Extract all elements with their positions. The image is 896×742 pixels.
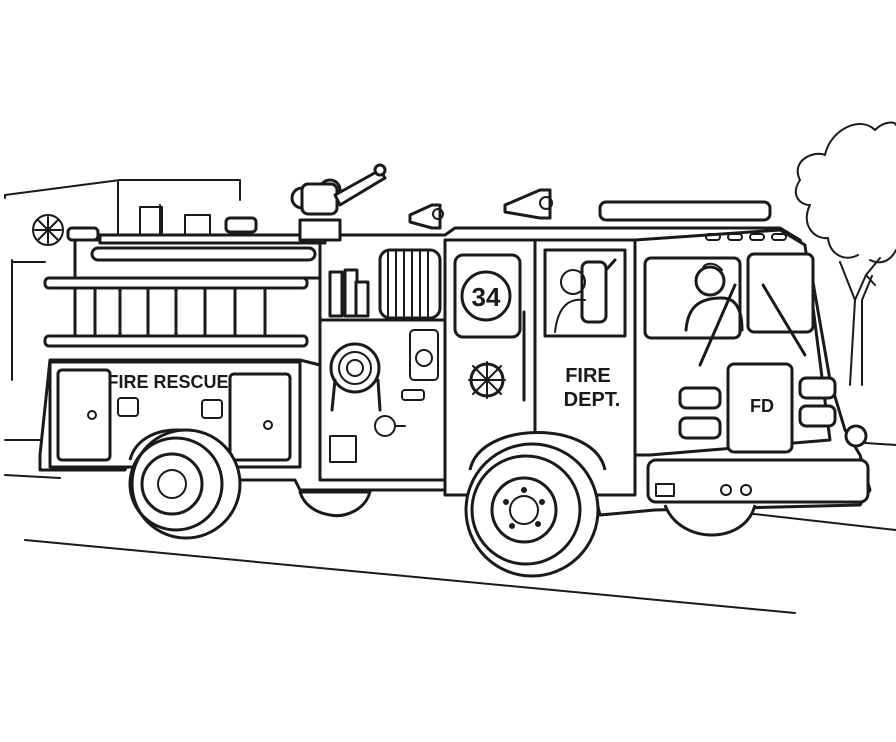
fire-dept-label-line2: DEPT. bbox=[564, 389, 621, 411]
cab-front: FD bbox=[633, 228, 870, 504]
background-tree bbox=[794, 121, 896, 386]
front-right-wheel bbox=[663, 504, 757, 537]
fire-dept-label-line1: FIRE bbox=[565, 365, 611, 387]
roof-speakers bbox=[408, 188, 772, 230]
front-wheel bbox=[464, 431, 607, 578]
driver bbox=[684, 262, 744, 332]
background-building bbox=[4, 179, 241, 381]
front-bumper bbox=[646, 458, 870, 504]
roof-marker-lights bbox=[705, 233, 787, 241]
middle-wheel bbox=[298, 490, 372, 518]
ladder bbox=[43, 276, 309, 348]
pump-panel bbox=[318, 248, 447, 482]
side-mirror bbox=[580, 258, 617, 324]
headlights bbox=[678, 376, 868, 448]
grille-badge: FD bbox=[750, 396, 774, 416]
water-cannon bbox=[290, 163, 387, 242]
rear-passenger bbox=[554, 269, 586, 333]
hose-coil bbox=[329, 342, 382, 412]
grille: FD bbox=[726, 362, 794, 454]
unit-number: 34 bbox=[472, 282, 501, 312]
hose-reel bbox=[378, 248, 442, 320]
rear-wheel bbox=[128, 428, 242, 540]
fire-truck: FIRE RESCUE bbox=[38, 163, 872, 578]
building-emblem-icon bbox=[32, 214, 64, 246]
fire-rescue-label: FIRE RESCUE bbox=[107, 372, 228, 392]
fire-department-emblem-icon bbox=[468, 361, 506, 399]
equipment-bottles bbox=[328, 268, 370, 318]
wipers bbox=[698, 283, 807, 367]
